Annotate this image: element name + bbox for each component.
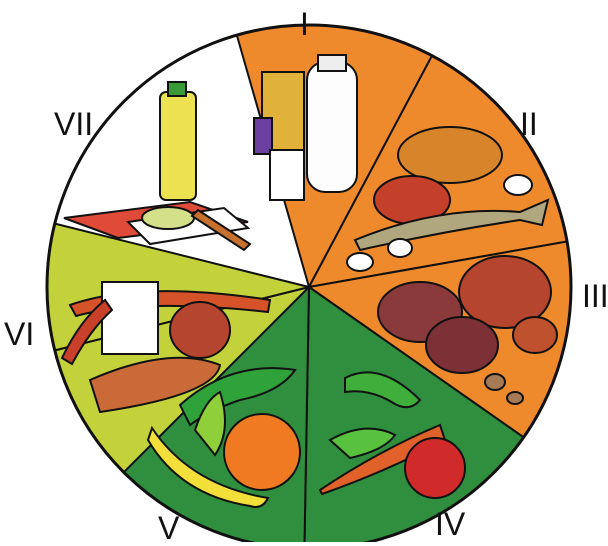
- milk-glass-icon: [270, 150, 304, 200]
- oil-bottle-cap-icon: [168, 82, 186, 96]
- sector-label-4: IV: [435, 508, 465, 540]
- chicken-icon: [398, 127, 502, 183]
- bean-icon: [426, 317, 498, 373]
- egg-icon: [388, 239, 412, 257]
- sugar-icon: [102, 282, 158, 354]
- apple-icon: [405, 438, 465, 498]
- egg-icon: [504, 175, 532, 195]
- sector-label-2: II: [520, 108, 538, 140]
- sector-label-5: V: [158, 512, 179, 544]
- milk-bottle-cap-icon: [318, 55, 346, 71]
- oil-bottle-icon: [160, 92, 196, 200]
- sector-label-6: VI: [4, 318, 34, 350]
- butter-icon: [142, 207, 194, 229]
- milk-bottle-icon: [307, 62, 357, 192]
- sector-label-1: I: [300, 8, 309, 40]
- cheese-wrapper-icon: [254, 118, 272, 154]
- walnut-icon: [170, 302, 230, 358]
- sector-label-7: VII: [54, 108, 93, 140]
- nut-icon: [507, 392, 523, 404]
- sector-label-3: III: [582, 280, 608, 312]
- egg-icon: [347, 253, 373, 271]
- orange-fruit-icon: [224, 414, 300, 490]
- nut-icon: [485, 374, 505, 390]
- nut-icon: [513, 317, 557, 353]
